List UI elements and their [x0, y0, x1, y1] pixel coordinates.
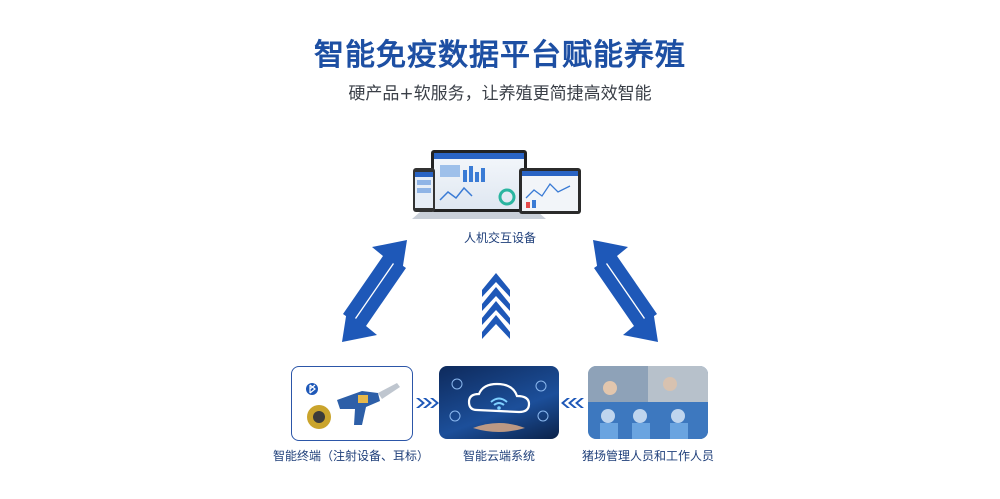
- staff-photo-icon: [588, 366, 708, 439]
- terminal-box: [291, 366, 413, 441]
- injector-device-icon: [306, 383, 400, 429]
- page-title: 智能免疫数据平台赋能养殖: [314, 38, 686, 73]
- label-smart-terminal: 智能终端（注射设备、耳标）: [272, 449, 429, 463]
- chevron-left-arrows-icon: [561, 398, 584, 408]
- bidirectional-arrow-left: [342, 240, 407, 342]
- bidirectional-arrow-right: [593, 240, 658, 342]
- chevron-up-stack-icon: [482, 273, 510, 339]
- cloud-wifi-icon: [449, 378, 549, 432]
- label-farm-staff: 猪场管理人员和工作人员: [581, 449, 714, 463]
- chevron-right-arrows-icon: [416, 398, 439, 408]
- page-subtitle: 硬产品+软服务，让养殖更简捷高效智能: [348, 84, 652, 104]
- cloud-box: [439, 366, 559, 439]
- monitor-dashboard-icon: [412, 150, 581, 219]
- staff-box: [588, 366, 708, 439]
- label-cloud-system: 智能云端系统: [462, 449, 535, 463]
- label-interaction-devices: 人机交互设备: [463, 231, 536, 245]
